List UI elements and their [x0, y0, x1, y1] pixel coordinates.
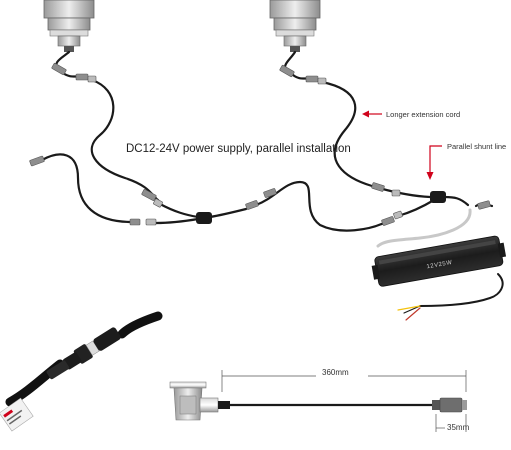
splitter-right: [430, 191, 446, 203]
extension-cord-label: Longer extension cord: [386, 110, 461, 119]
connector-closeup: [0, 311, 163, 432]
arrow-extension: [362, 110, 382, 118]
dimension-drawing: [169, 370, 467, 432]
power-supply: 12V25W: [371, 235, 507, 287]
diagram-title: DC12-24V power supply, parallel installa…: [126, 143, 351, 155]
connector-length-label: 35mm: [447, 423, 470, 432]
shunt-line-label: Parallel shunt line: [447, 142, 507, 151]
connector-set: [29, 62, 491, 226]
arrow-shunt: [426, 145, 442, 180]
downlight-left: [43, 0, 95, 52]
downlight-right: [269, 0, 321, 52]
cable-network: [40, 50, 504, 321]
cable-length-label: 360mm: [322, 368, 349, 377]
splitter-left: [196, 212, 212, 224]
psu-marking: 12V25W: [426, 260, 453, 270]
